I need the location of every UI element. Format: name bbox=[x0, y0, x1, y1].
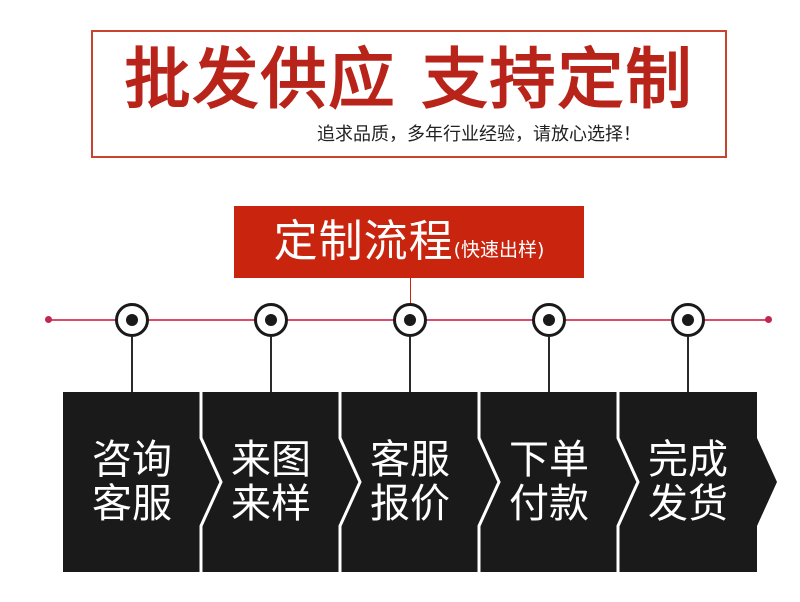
banner-title: 批发供应 支持定制 bbox=[124, 41, 694, 118]
node-connector-3 bbox=[409, 337, 411, 392]
step-1: 咨询 客服 bbox=[63, 438, 201, 526]
node-connector-1 bbox=[131, 337, 133, 392]
node-dot bbox=[543, 314, 555, 326]
timeline-node-5 bbox=[671, 303, 705, 337]
node-dot bbox=[682, 314, 694, 326]
node-connector-2 bbox=[270, 337, 272, 392]
banner-subtitle: 追求品质，多年行业经验，请放心选择！ bbox=[317, 124, 641, 145]
step-3: 客服 报价 bbox=[341, 438, 479, 526]
step-5: 完成 发货 bbox=[619, 438, 757, 526]
node-dot bbox=[404, 314, 416, 326]
end-arrow-tip bbox=[757, 438, 777, 526]
step-4-line1: 下单 bbox=[509, 437, 589, 483]
step-divider-3 bbox=[477, 392, 501, 572]
step-4-line2: 付款 bbox=[509, 481, 589, 527]
step-divider-1 bbox=[199, 392, 223, 572]
timeline-node-4 bbox=[532, 303, 566, 337]
node-connector-5 bbox=[687, 337, 689, 392]
node-connector-4 bbox=[548, 337, 550, 392]
step-2-line2: 来样 bbox=[231, 481, 311, 527]
timeline-node-2 bbox=[254, 303, 288, 337]
timeline-node-3 bbox=[393, 303, 427, 337]
timeline-node-1 bbox=[115, 303, 149, 337]
step-divider-4 bbox=[616, 392, 640, 572]
headline-banner: 批发供应 支持定制 追求品质，多年行业经验，请放心选择！ bbox=[91, 30, 727, 158]
step-2: 来图 来样 bbox=[202, 438, 340, 526]
label-stem bbox=[410, 278, 411, 304]
process-label: 定制流程(快速出样) bbox=[234, 206, 584, 278]
step-3-line2: 报价 bbox=[370, 481, 450, 527]
step-1-line2: 客服 bbox=[92, 481, 172, 527]
step-divider-2 bbox=[338, 392, 362, 572]
step-1-line1: 咨询 bbox=[92, 437, 172, 483]
step-4: 下单 付款 bbox=[480, 438, 618, 526]
timeline-end-dot bbox=[765, 316, 772, 323]
process-steps: 咨询 客服 来图 来样 客服 报价 下单 付款 完成 发货 bbox=[63, 392, 777, 572]
step-2-line1: 来图 bbox=[231, 437, 311, 483]
steps-fill bbox=[63, 392, 757, 572]
timeline-start-dot bbox=[45, 316, 52, 323]
step-shapes bbox=[63, 392, 777, 572]
node-dot bbox=[126, 314, 138, 326]
step-5-line1: 完成 bbox=[648, 437, 728, 483]
process-label-note: (快速出样) bbox=[453, 239, 545, 261]
step-3-line1: 客服 bbox=[370, 437, 450, 483]
node-dot bbox=[265, 314, 277, 326]
step-5-line2: 发货 bbox=[648, 481, 728, 527]
process-label-main: 定制流程 bbox=[273, 216, 454, 267]
